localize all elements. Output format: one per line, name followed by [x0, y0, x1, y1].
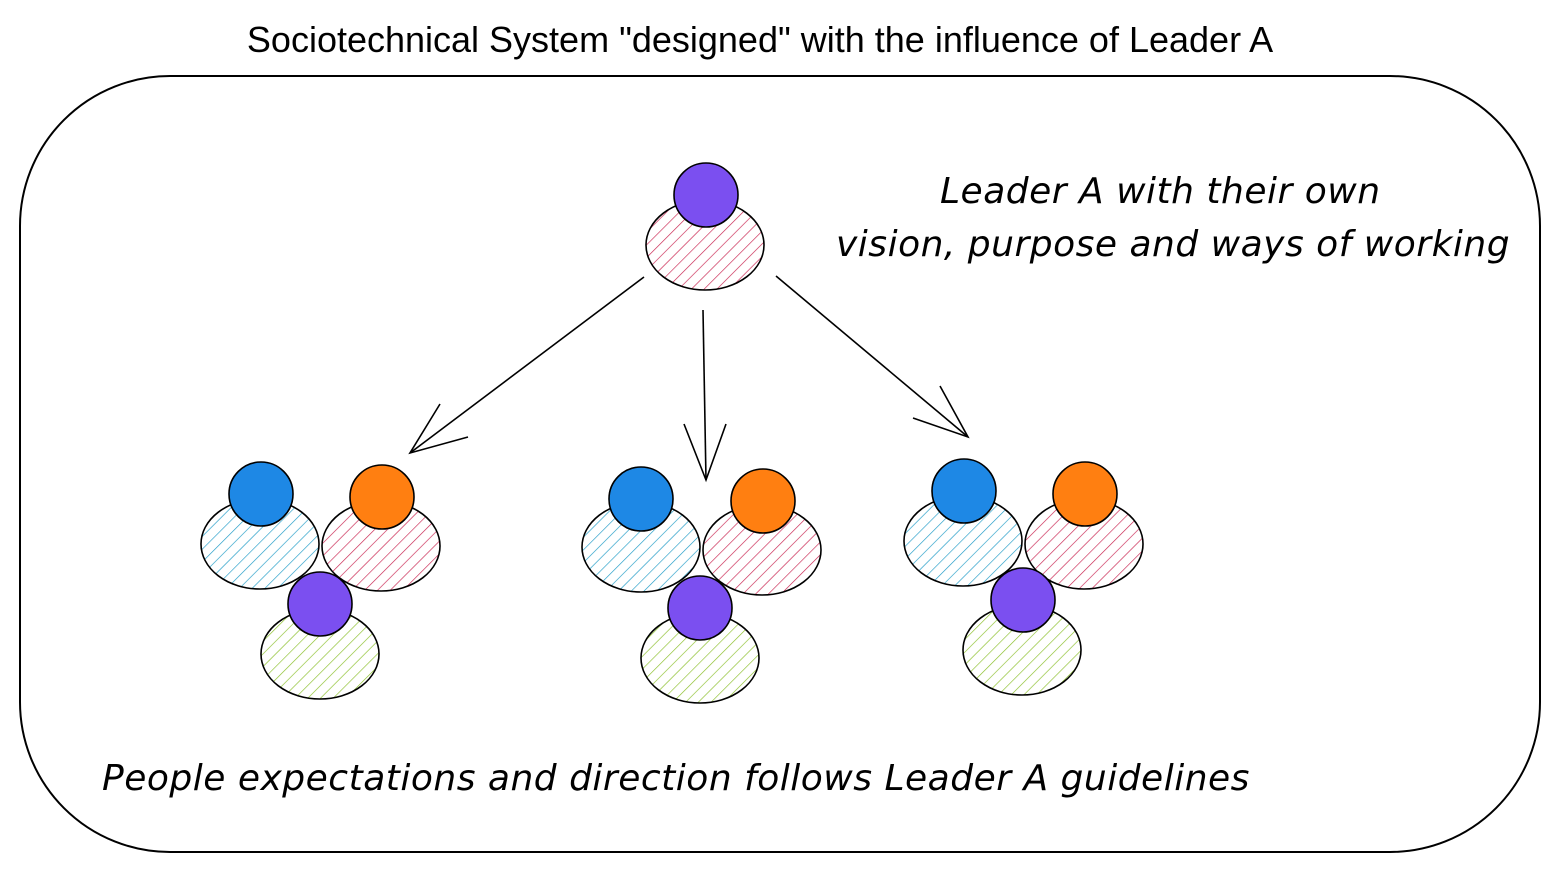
arrow-to-team-left — [408, 276, 645, 455]
team-member-person-icon — [640, 575, 760, 704]
leader-note-line-2: vision, purpose and ways of working — [836, 224, 1510, 265]
team-center — [581, 466, 822, 704]
team-member-person-icon — [200, 461, 320, 590]
diagram-title: Sociotechnical System "designed" with th… — [247, 19, 1273, 60]
team-member-person-icon — [581, 466, 701, 593]
system-boundary — [19, 75, 1541, 853]
leader-note-line-1: Leader A with their own — [940, 171, 1381, 212]
team-left — [200, 461, 441, 700]
leader-person-icon — [645, 162, 765, 291]
footer-note: People expectations and direction follow… — [102, 758, 1250, 799]
team-right — [903, 458, 1144, 696]
team-member-person-icon — [903, 458, 1023, 587]
leader-note: Leader A with their own vision, purpose … — [836, 171, 1510, 265]
team-member-person-icon — [702, 468, 822, 596]
team-member-person-icon — [1024, 461, 1144, 590]
arrow-to-team-right — [775, 275, 970, 439]
team-member-person-icon — [260, 571, 380, 700]
team-member-person-icon — [321, 464, 441, 592]
team-member-person-icon — [962, 567, 1082, 696]
arrow-to-team-center — [683, 309, 727, 483]
leader-head — [673, 162, 739, 228]
